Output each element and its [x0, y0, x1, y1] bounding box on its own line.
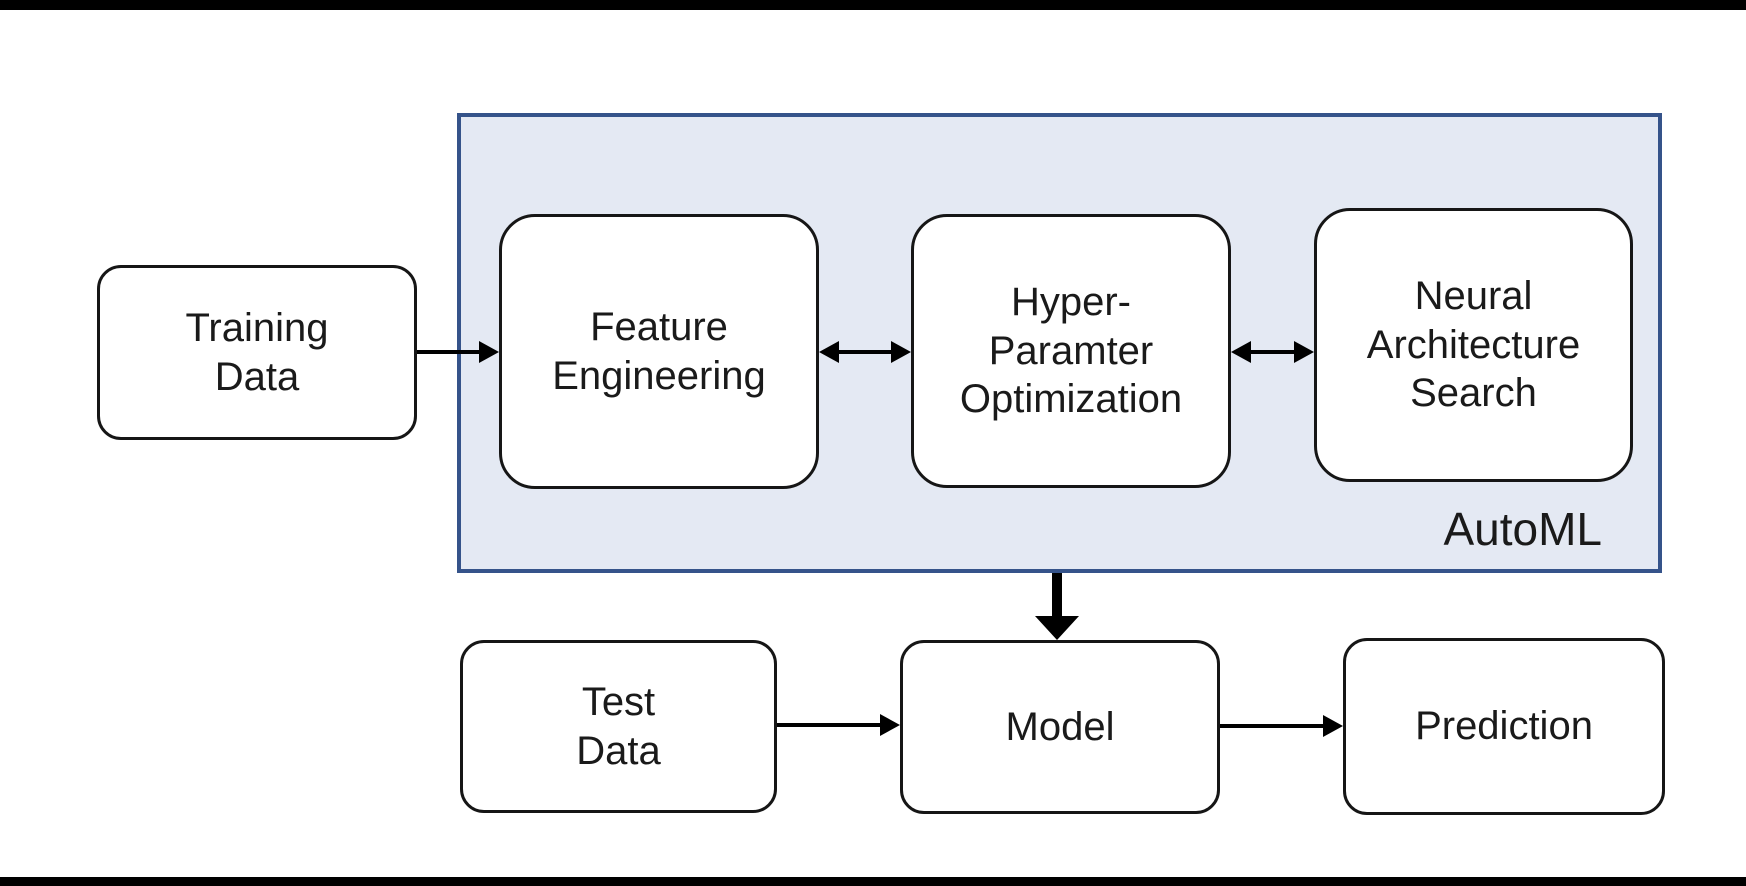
edge-line [777, 723, 884, 727]
node-training-data: Training Data [97, 265, 417, 440]
automl-group-label: AutoML [1443, 503, 1602, 556]
edge-automl-to-model [1035, 573, 1079, 640]
edge-line [1052, 573, 1062, 617]
edge-line [835, 350, 895, 354]
edge-training-data-to-feature-engineering [417, 341, 499, 363]
edge-feature-engineering-hyper-parameter-optimization [819, 341, 911, 363]
node-prediction: Prediction [1343, 638, 1665, 815]
arrowhead-left-icon [1231, 341, 1251, 363]
node-neural-architecture-search-label: Neural Architecture Search [1366, 273, 1581, 416]
node-feature-engineering-label: Feature Engineering [552, 304, 766, 398]
node-hyper-parameter-optimization-label: Hyper- Paramter Optimization [959, 279, 1183, 422]
edge-model-to-prediction [1220, 715, 1343, 737]
node-model: Model [900, 640, 1220, 814]
arrowhead-right-icon [479, 341, 499, 363]
arrowhead-down-icon [1035, 616, 1079, 640]
letterbox-bottom-bar [0, 877, 1746, 886]
arrowhead-right-icon [1323, 715, 1343, 737]
node-training-data-label: Training Data [185, 305, 329, 399]
node-feature-engineering: Feature Engineering [499, 214, 819, 489]
node-test-data-label: Test Data [576, 679, 661, 773]
arrowhead-right-icon [880, 714, 900, 736]
node-neural-architecture-search: Neural Architecture Search [1314, 208, 1633, 482]
arrowhead-right-icon [891, 341, 911, 363]
node-test-data: Test Data [460, 640, 777, 813]
edge-hyper-parameter-optimization-neural-architecture-search [1231, 341, 1314, 363]
edge-line [1247, 350, 1298, 354]
node-prediction-label: Prediction [1415, 704, 1593, 749]
arrowhead-right-icon [1294, 341, 1314, 363]
edge-test-data-to-model [777, 714, 900, 736]
edge-line [417, 350, 483, 354]
letterbox-top-bar [0, 0, 1746, 10]
node-hyper-parameter-optimization: Hyper- Paramter Optimization [911, 214, 1231, 488]
arrowhead-left-icon [819, 341, 839, 363]
node-model-label: Model [1005, 704, 1115, 749]
edge-line [1220, 724, 1327, 728]
